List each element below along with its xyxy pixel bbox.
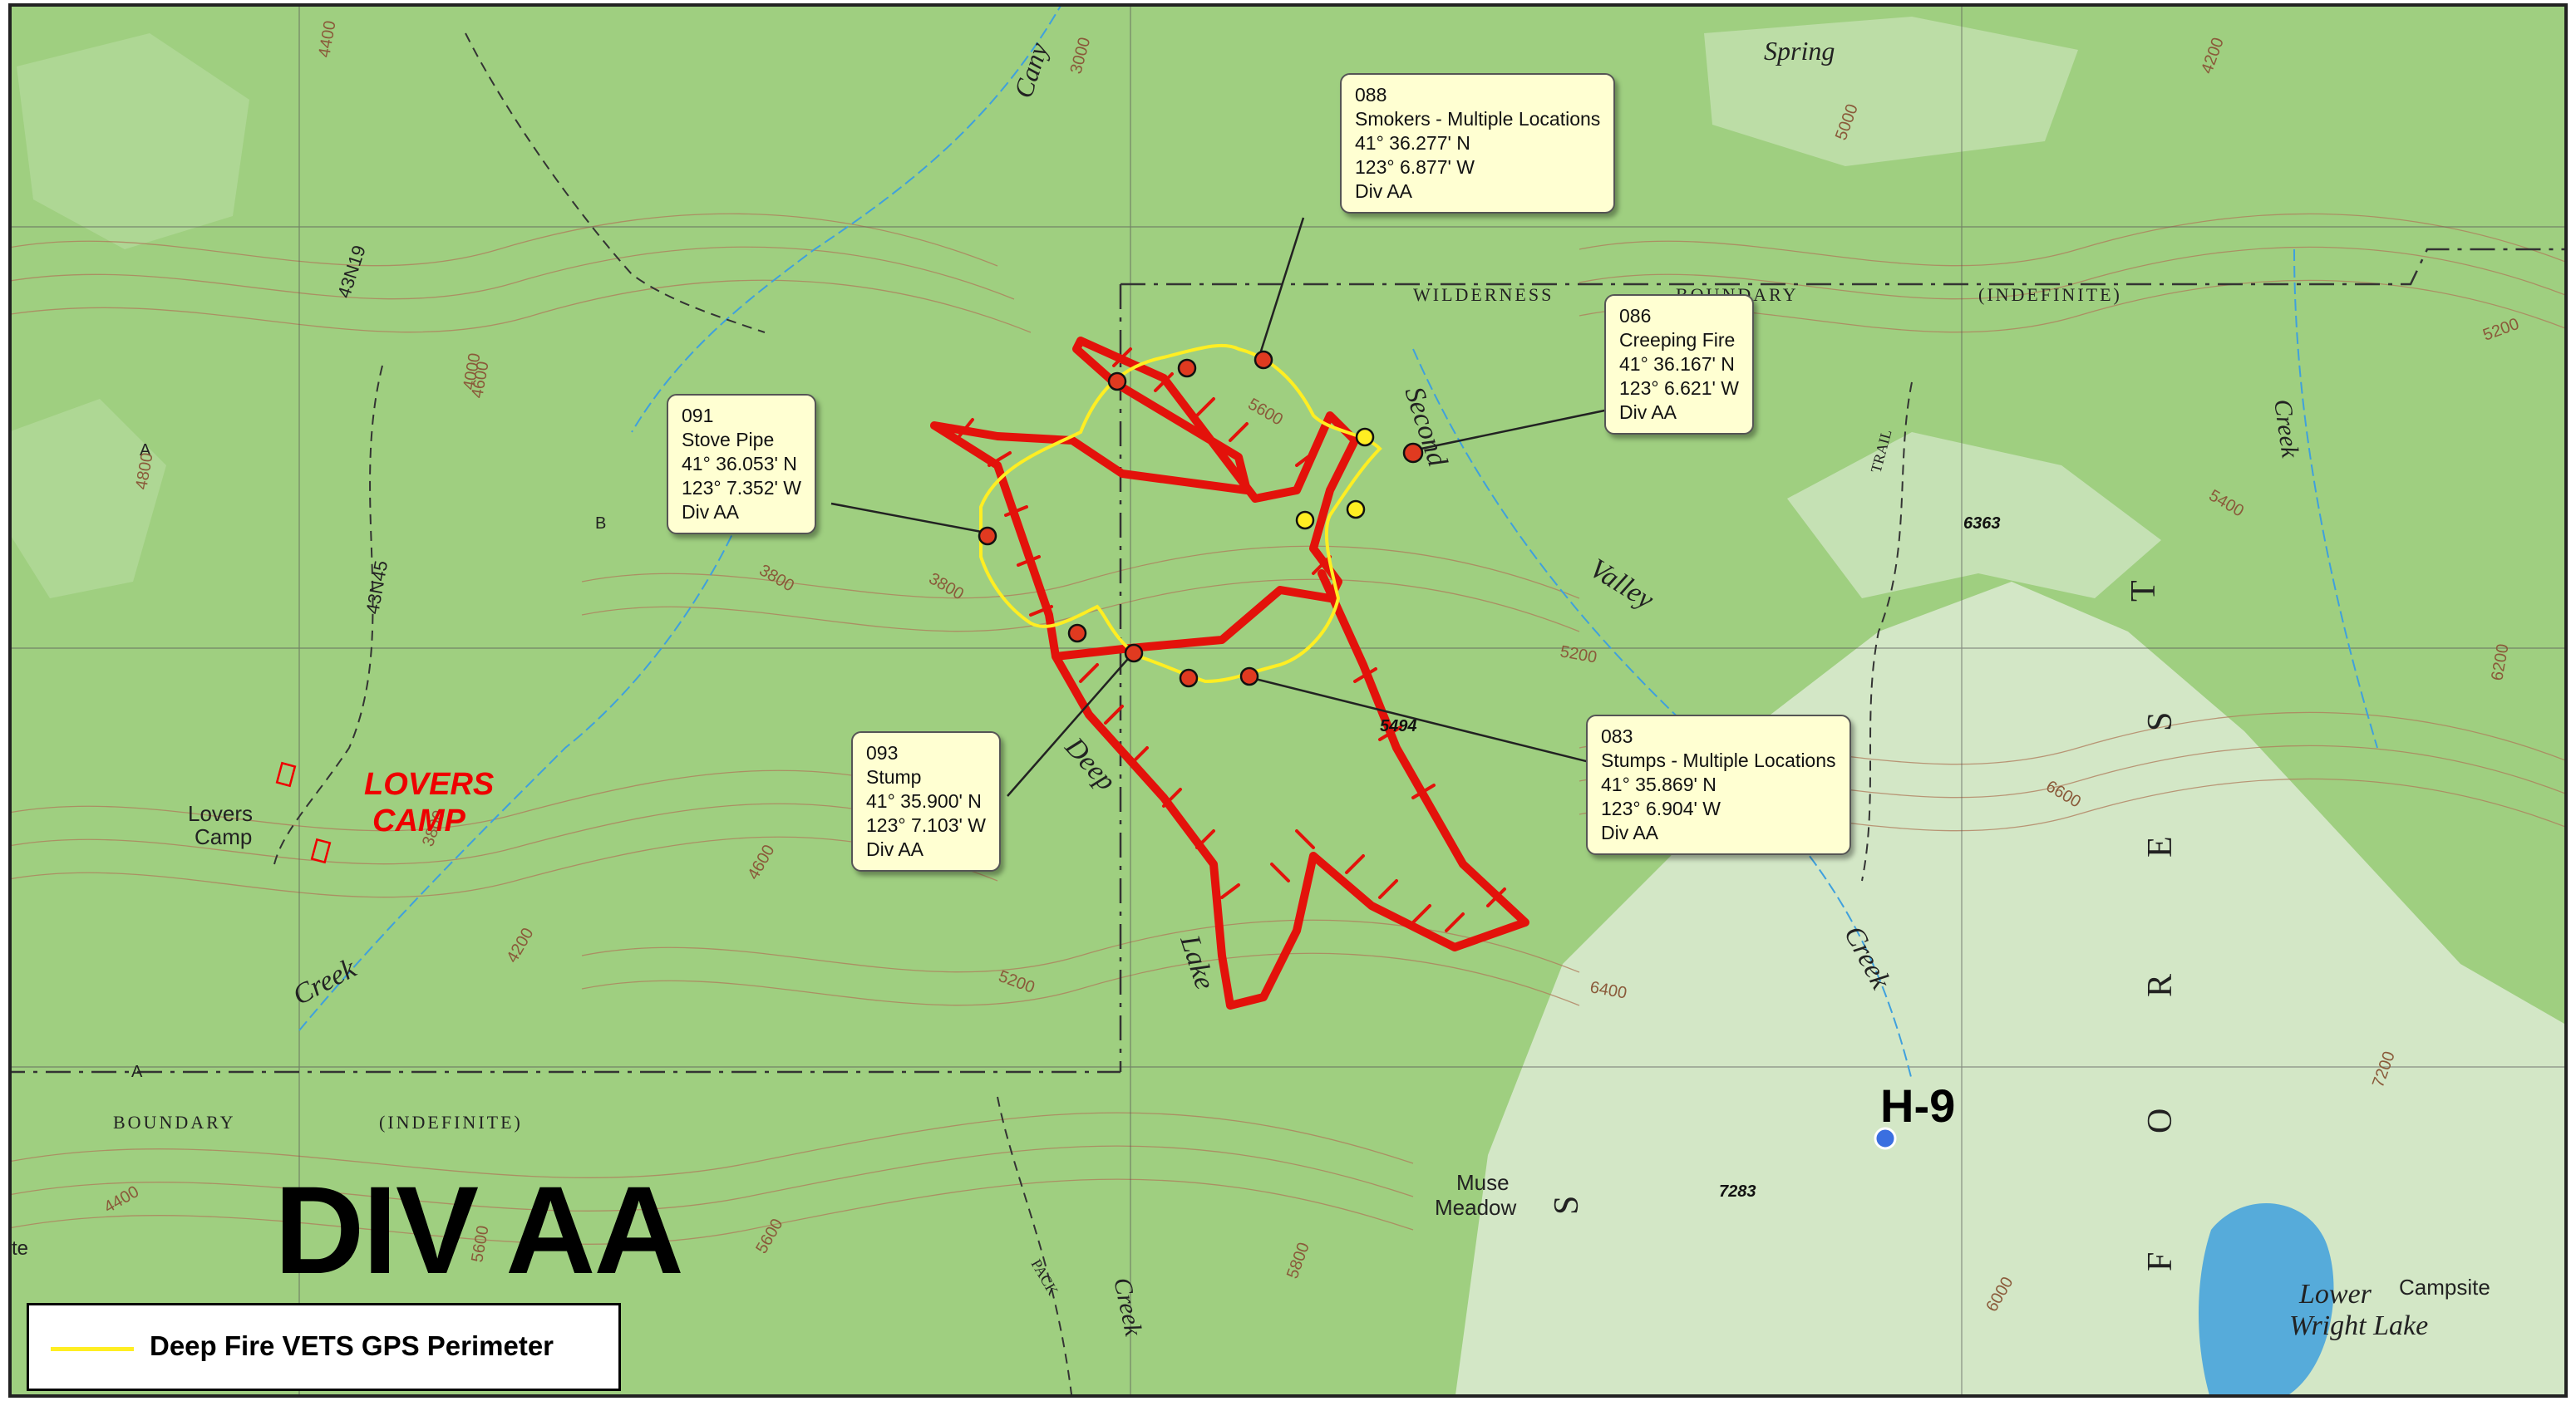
grid-b-label: B bbox=[595, 514, 606, 533]
callout-091-lat: 41° 36.053' N bbox=[682, 453, 797, 474]
callout-088-id: 088 bbox=[1355, 84, 1387, 106]
callout-083-lon: 123° 6.904' W bbox=[1601, 798, 1721, 819]
gps-point-2[interactable] bbox=[1346, 499, 1366, 519]
gps-points bbox=[1295, 427, 1375, 530]
callout-083-div: Div AA bbox=[1601, 822, 1659, 843]
callout-083-id: 083 bbox=[1601, 725, 1633, 747]
point-086[interactable] bbox=[1402, 442, 1424, 464]
muse-meadow-label-1: Muse bbox=[1456, 1170, 1510, 1195]
svg-text:LOVERS: LOVERS bbox=[364, 767, 494, 802]
incident-points bbox=[978, 350, 1424, 688]
grid-a-label-2: A bbox=[131, 1063, 143, 1081]
indefinite-label-top: (INDEFINITE) bbox=[1978, 284, 2122, 305]
lower-wright-lake-label-2: Wright Lake bbox=[2289, 1310, 2428, 1341]
partial-te-label: te bbox=[12, 1237, 28, 1260]
terrain-light-left bbox=[17, 33, 249, 249]
callout-088-lat: 41° 36.277' N bbox=[1355, 132, 1470, 154]
roads bbox=[273, 32, 1913, 1396]
helispot-h9-label: H-9 bbox=[1880, 1079, 1956, 1132]
muse-meadow-label-2: Meadow bbox=[1435, 1195, 1516, 1220]
callout-088-lon: 123° 6.877' W bbox=[1355, 156, 1475, 178]
callout-093-lat: 41° 35.900' N bbox=[866, 790, 982, 812]
legend: Deep Fire VETS GPS Perimeter bbox=[27, 1303, 621, 1391]
svg-text:CAMP: CAMP bbox=[372, 804, 466, 838]
callout-leader-lines bbox=[830, 217, 1613, 797]
callout-093-div: Div AA bbox=[866, 838, 924, 860]
point-088[interactable] bbox=[1254, 350, 1273, 370]
gps-point-3[interactable] bbox=[1295, 510, 1315, 530]
terrain-light-top bbox=[1704, 17, 2078, 166]
lovers-camp-site-marker bbox=[275, 761, 297, 788]
spot-heights: 6363 5494 7283 bbox=[1380, 514, 2001, 1201]
callout-083-lat: 41° 35.869' N bbox=[1601, 774, 1717, 795]
callout-088-label: Smokers - Multiple Locations bbox=[1355, 108, 1601, 130]
boundary-label-bottom: BOUNDARY bbox=[113, 1112, 235, 1133]
callout-091-lon: 123° 7.352' W bbox=[682, 477, 802, 499]
lovers-camp-red-label: LOVERS CAMP bbox=[364, 767, 494, 838]
callout-083[interactable]: 083 Stumps - Multiple Locations 41° 35.8… bbox=[1586, 715, 1851, 855]
forest-letter-t: T bbox=[2125, 580, 2163, 602]
gps-perimeter bbox=[979, 343, 1382, 684]
helispot-h9-marker[interactable] bbox=[1874, 1127, 1897, 1150]
forest-letter-o: O bbox=[2141, 1109, 2180, 1133]
forest-letter-s: S bbox=[2141, 712, 2180, 731]
forest-letter-r: R bbox=[2141, 974, 2180, 997]
svg-text:6363: 6363 bbox=[1963, 514, 2001, 533]
lovers-camp-label-2: Camp bbox=[195, 824, 252, 849]
lower-wright-lake bbox=[2199, 1203, 2334, 1396]
callout-093[interactable]: 093 Stump 41° 35.900' N 123° 7.103' W Di… bbox=[851, 731, 1002, 872]
forest-letter-f: F bbox=[2141, 1252, 2180, 1271]
map-frame bbox=[8, 3, 2568, 1398]
forest-s-lower: S bbox=[1548, 1196, 1586, 1215]
point-red-3[interactable] bbox=[1067, 623, 1087, 643]
wilderness-boundary bbox=[10, 248, 2566, 1074]
callout-086-label: Creeping Fire bbox=[1619, 329, 1736, 351]
legend-gps-label: Deep Fire VETS GPS Perimeter bbox=[150, 1330, 554, 1361]
callout-091[interactable]: 091 Stove Pipe 41° 36.053' N 123° 7.352'… bbox=[667, 394, 817, 534]
lower-wright-lake-label-1: Lower bbox=[2298, 1279, 2372, 1310]
point-red-2[interactable] bbox=[1107, 371, 1127, 391]
point-091[interactable] bbox=[978, 526, 997, 546]
callout-091-div: Div AA bbox=[682, 501, 740, 523]
callout-086-div: Div AA bbox=[1619, 401, 1677, 423]
callout-093-label: Stump bbox=[866, 766, 922, 788]
callout-086[interactable]: 086 Creeping Fire 41° 36.167' N 123° 6.6… bbox=[1604, 294, 1755, 435]
callout-083-label: Stumps - Multiple Locations bbox=[1601, 750, 1836, 771]
terrain-light-left2 bbox=[10, 399, 166, 598]
svg-text:7283: 7283 bbox=[1719, 1182, 1756, 1201]
indefinite-label-bottom: (INDEFINITE) bbox=[379, 1112, 523, 1133]
terrain-light-ridge-2 bbox=[1787, 432, 2161, 598]
wilderness-label: WILDERNESS bbox=[1413, 284, 1554, 305]
point-red-4[interactable] bbox=[1179, 668, 1199, 688]
gps-point-1[interactable] bbox=[1355, 427, 1375, 447]
division-title: DIV AA bbox=[274, 1160, 684, 1300]
grid-a-label-1: A bbox=[140, 441, 151, 460]
callout-093-lon: 123° 7.103' W bbox=[866, 814, 987, 836]
callout-086-id: 086 bbox=[1619, 305, 1652, 327]
callout-088-div: Div AA bbox=[1355, 180, 1413, 202]
callout-086-lat: 41° 36.167' N bbox=[1619, 353, 1735, 375]
lovers-camp-label-1: Lovers bbox=[188, 801, 253, 826]
legend-gps-line-swatch bbox=[51, 1347, 134, 1351]
callout-091-id: 091 bbox=[682, 405, 714, 426]
callout-086-lon: 123° 6.621' W bbox=[1619, 377, 1740, 399]
callout-088[interactable]: 088 Smokers - Multiple Locations 41° 36.… bbox=[1340, 73, 1616, 214]
forest-letter-e: E bbox=[2141, 836, 2180, 858]
svg-text:5494: 5494 bbox=[1380, 717, 1417, 735]
point-093[interactable] bbox=[1124, 643, 1144, 663]
campsite-label: Campsite bbox=[2399, 1275, 2490, 1300]
lovers-camp-site-marker-2 bbox=[310, 838, 332, 864]
callout-091-label: Stove Pipe bbox=[682, 429, 775, 450]
callout-093-id: 093 bbox=[866, 742, 899, 764]
point-083[interactable] bbox=[1239, 666, 1259, 686]
spring-label: Spring bbox=[1764, 36, 1835, 66]
point-red-1[interactable] bbox=[1177, 358, 1197, 378]
